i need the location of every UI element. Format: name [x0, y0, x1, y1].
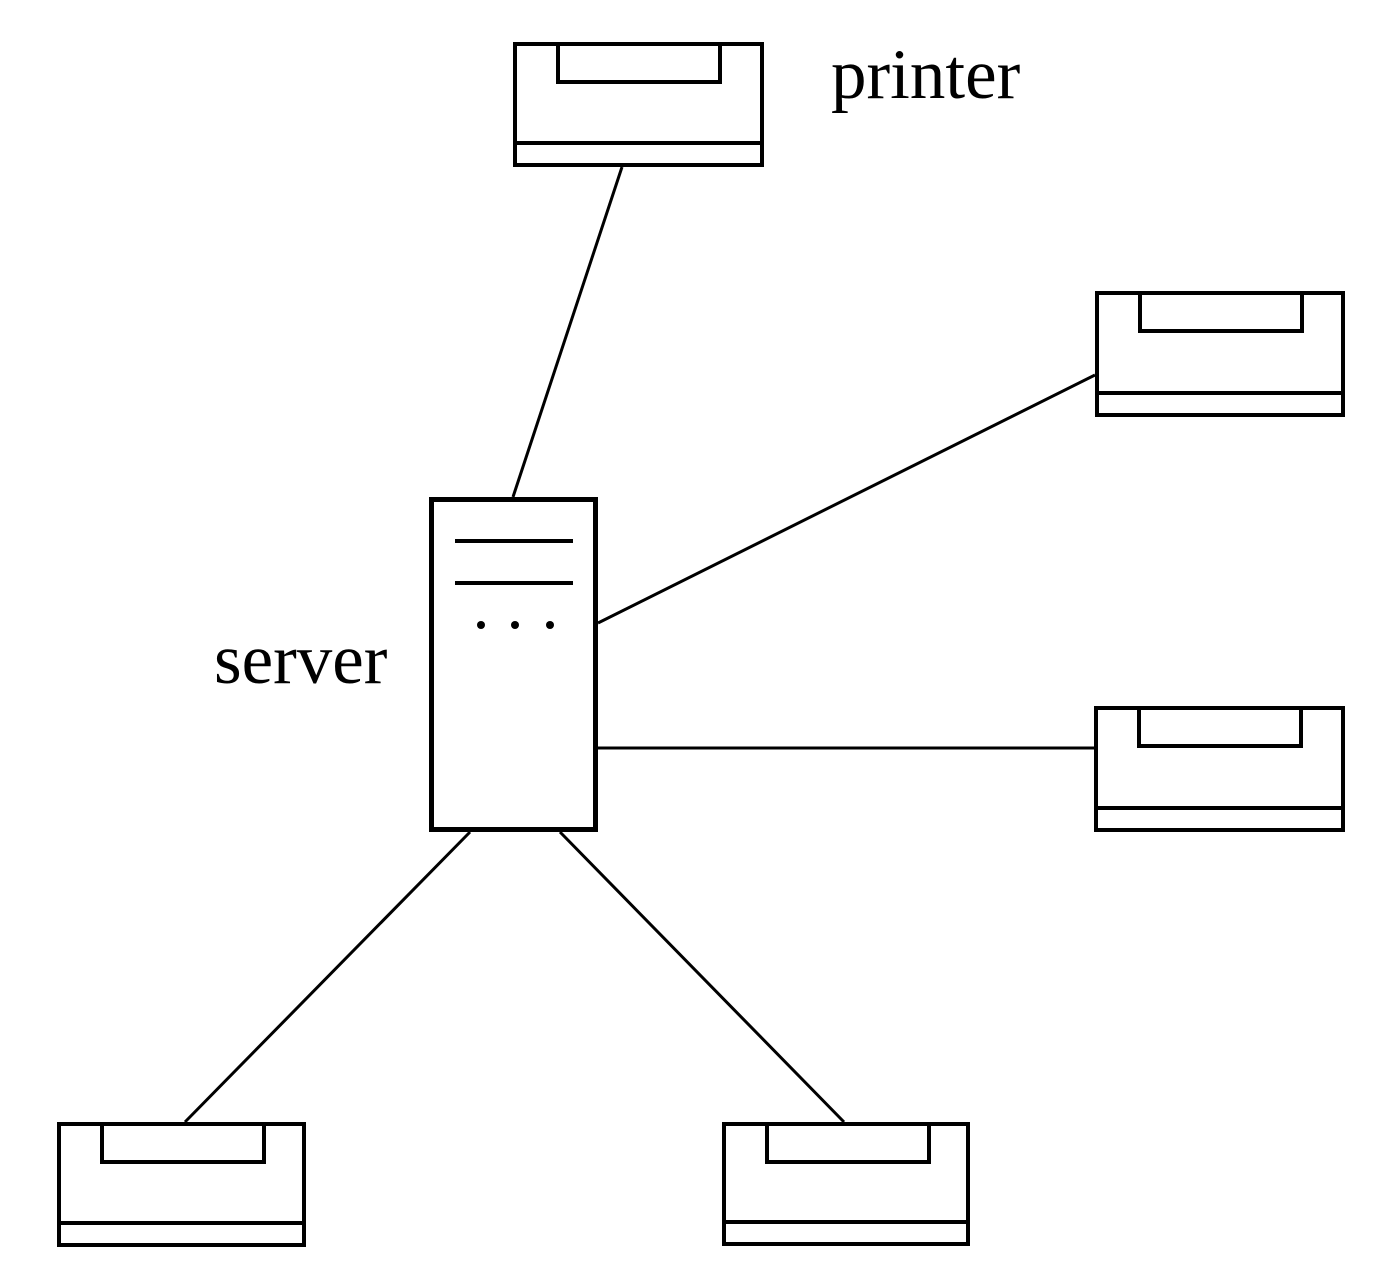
connection-server-to-device-bottom-left: [183, 830, 472, 1124]
server-vent-line: [455, 539, 573, 543]
connection-server-to-printer: [511, 166, 624, 498]
printer-node: [513, 42, 764, 167]
server-ellipsis-dot: [546, 621, 554, 629]
paper-tray-icon: [1137, 710, 1303, 748]
paper-tray-icon: [100, 1126, 266, 1164]
server-ellipsis-dot: [477, 621, 485, 629]
output-slot-line: [726, 1220, 966, 1224]
paper-tray-icon: [765, 1126, 931, 1164]
output-slot-line: [517, 141, 760, 145]
server-label: server: [214, 621, 388, 699]
paper-tray-icon: [1138, 295, 1304, 333]
connection-server-to-device-bottom-center: [558, 830, 846, 1124]
output-slot-line: [61, 1221, 302, 1225]
server-vent-line: [455, 581, 573, 585]
connection-server-to-device-top-right: [597, 373, 1096, 625]
device-middle-right-node: [1094, 706, 1345, 832]
server-ellipsis-dot: [511, 621, 519, 629]
device-top-right-node: [1095, 291, 1345, 417]
server-node: [429, 497, 598, 832]
output-slot-line: [1099, 391, 1341, 395]
output-slot-line: [1098, 806, 1341, 810]
printer-label: printer: [831, 36, 1021, 114]
paper-tray-icon: [556, 46, 722, 84]
device-bottom-center-node: [722, 1122, 970, 1246]
device-bottom-left-node: [57, 1122, 306, 1247]
